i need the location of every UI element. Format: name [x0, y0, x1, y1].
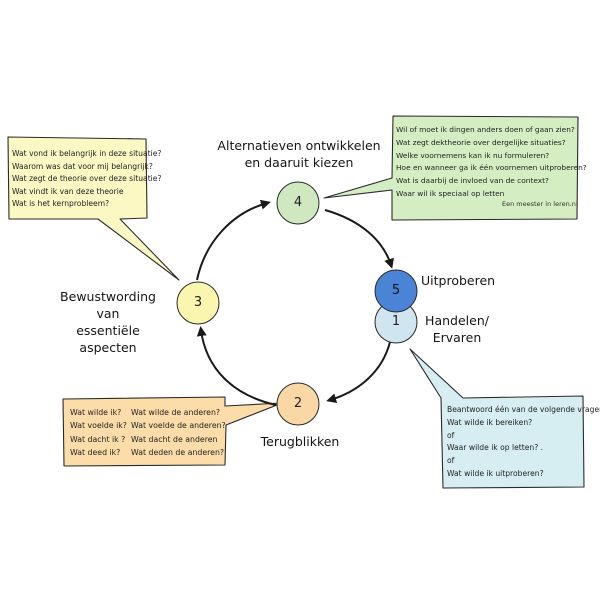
- bubble-stage2-line: Wat deed ik?: [70, 448, 121, 458]
- stage2-circle: [276, 382, 320, 426]
- bubble-stage3-line: Wat is het kernprobleem?: [12, 199, 110, 209]
- bubble-stage2-line: Wat wilde ik?: [70, 408, 122, 417]
- bubble-stage4-line: Waar wil ik speciaal op letten: [396, 188, 505, 198]
- stage1-number: 1: [391, 314, 401, 329]
- bubble-stage2-line: Wat deden de anderen?: [131, 448, 225, 458]
- stage1-label-line: Handelen/: [425, 313, 489, 328]
- bubble-stage4-line: Wat zegt dektheorie over dergelijke situ…: [396, 137, 566, 147]
- bubble-stage3-text: Wat vond ik belangrijk in deze situatie?…: [12, 148, 161, 211]
- arrow-3-to-4: [196, 199, 271, 281]
- stage3-number: 3: [193, 295, 203, 310]
- stage4-label: Alternatieven ontwikkelen en daaruit kie…: [214, 137, 384, 171]
- stage4-label-line: en daaruit kiezen: [244, 155, 354, 170]
- bubble-stage3-line: Wat zegt de theorie over deze situatie?: [12, 174, 162, 184]
- bubble-stage3-line: Waarom was dat voor mij belangrijk?: [12, 161, 153, 171]
- stage3-label: Bewustwording van essentiële aspecten: [48, 288, 168, 356]
- stage1-label: Handelen/ Ervaren: [422, 312, 492, 346]
- bubble-stage2-line: Wat dacht ik ?: [70, 434, 126, 444]
- bubble-stage4-shape: [323, 115, 579, 221]
- bubble-stage4-line: Welke voornemens kan ik nu formuleren?: [396, 150, 550, 160]
- bubble-stage2-line: Wat dacht de anderen: [131, 434, 218, 444]
- stage5-label: Uitproberen: [421, 272, 495, 289]
- bubble-stage4-text: Wil of moet ik dingen anders doen of gaa…: [396, 124, 587, 201]
- bubble-stage2-line: Wat wilde de anderen?: [131, 408, 221, 417]
- bubble-stage4-line: Hoe en wanneer ga ik één voornemen uitpr…: [396, 163, 587, 173]
- bubble-stage2-line: Wat voelde de anderen?: [131, 421, 226, 431]
- stage5-circle: [374, 269, 418, 313]
- bubble-stage3-line: Wat vond ik belangrijk in deze situatie?: [12, 149, 162, 158]
- stage2-label-line: Terugblikken: [260, 434, 340, 449]
- stage2-label: Terugblikken: [255, 433, 345, 450]
- arrow-2-to-3: [196, 326, 277, 406]
- bubble-stage3-shape: [7, 136, 180, 281]
- bubble-stage1-line: of: [447, 430, 455, 440]
- stage3-label-line: essentiële aspecten: [76, 323, 140, 355]
- bubble-stage2-right: Wat wilde de anderen? Wat voelde de ande…: [131, 406, 226, 460]
- bubble-stage1-line: of: [447, 456, 455, 466]
- stage4-circle: [276, 181, 320, 225]
- bubble-stage2-shape: [62, 396, 283, 467]
- stage3-label-line: Bewustwording van: [60, 289, 156, 321]
- credit-text: Een meester in leren.nl: [502, 200, 578, 208]
- stage5-label-line: Uitproberen: [421, 273, 496, 288]
- bubble-stage1-shape: [409, 348, 585, 489]
- arrow-4-to-5: [324, 209, 394, 269]
- stage3-circle: [176, 281, 220, 325]
- bubble-stage3-line: Wat vindt ik van deze theorie: [12, 186, 124, 196]
- bubble-stage1-line: Wat wilde ik bereiken?: [447, 417, 533, 427]
- bubble-stage1-line: Wat wilde ik uitproberen?: [447, 468, 544, 478]
- bubble-stage4-line: Wat is daarbij de invloed van de context…: [396, 176, 549, 186]
- stage5-number: 5: [391, 283, 401, 298]
- stage1-label-line: Ervaren: [432, 330, 482, 345]
- bubble-stage2-left: Wat wilde ik? Wat voelde ik? Wat dacht i…: [70, 406, 127, 460]
- stage4-label-line: Alternatieven ontwikkelen: [217, 138, 381, 153]
- bubble-stage2-line: Wat voelde ik?: [70, 421, 127, 431]
- stage2-number: 2: [293, 396, 303, 411]
- bubble-stage1-line: Waar wilde ik op letten? .: [447, 443, 544, 453]
- stage4-number: 4: [293, 195, 303, 210]
- bubble-stage1-text: Beantwoord één van de volgende vragen: W…: [447, 404, 600, 481]
- bubble-stage4-line: Wil of moet ik dingen anders doen of gaa…: [396, 125, 575, 134]
- arrow-1-to-2: [326, 341, 391, 404]
- bubble-stage1-line: Beantwoord één van de volgende vragen:: [447, 405, 600, 414]
